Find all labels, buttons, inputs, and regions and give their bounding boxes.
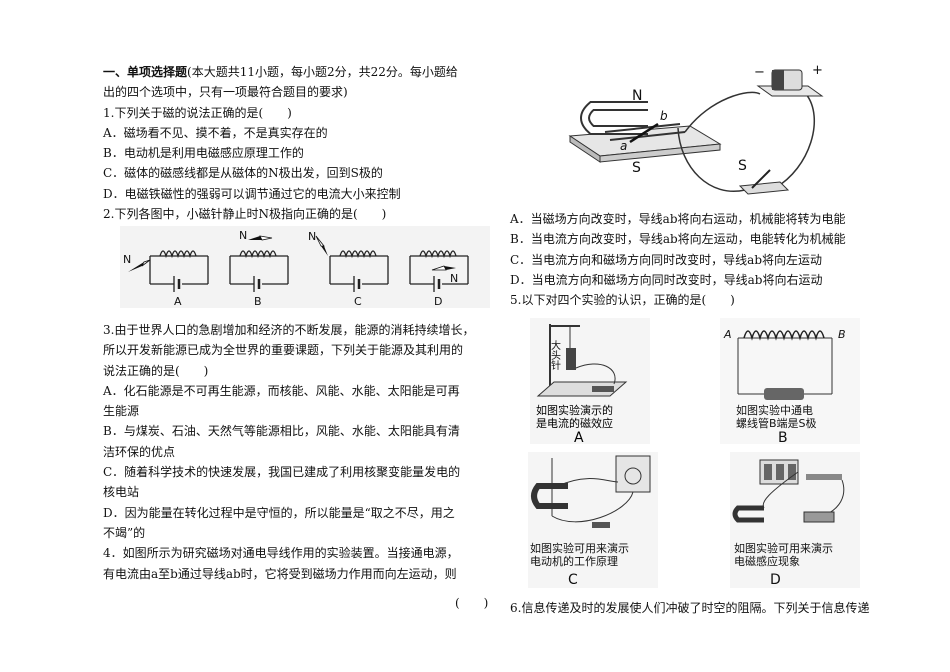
q2-circuit-b [229,250,289,292]
q2-label-b: B [254,295,262,308]
q3-line: 洁环保的优点 [103,444,176,459]
q6-stem: 6.信息传递及时的发展使人们冲破了时空的阻隔。下列关于信息传递 [510,601,870,615]
q3-line: 3.由于世界人口的急剧增加和经济的不断发展，能源的消耗持续增长， [103,323,475,337]
left-column: 一、单项选择题(本大题共11小题，每小题2分，共22分。每小题给 出的四个选项中… [103,62,498,224]
q5a-needle-text: 大头针 [549,339,561,371]
q5c-caption-1: 如图实验可用来演示 [530,541,629,555]
q5b-label: B [778,430,788,444]
q5b-caption-1: 如图实验中通电 [736,403,813,417]
q4-stem-line-2: 有电流由a至b通过导线ab时，它将受到磁场力作用而向左运动，则 [103,566,457,581]
q5-figure-d: 如图实验可用来演示 电磁感应现象 D [730,452,860,588]
q5-stem: 5.以下对四个实验的认识，正确的是( ) [510,293,735,308]
q4-label-s-magnet: S [632,160,641,176]
q2-circuit-c [329,250,389,292]
q5a-caption-2: 是电流的磁效应 [536,416,613,430]
right-column: A．当磁场方向改变时，导线ab将向右运动，机械能将转为电能 B．当电流方向改变时… [510,209,890,310]
q1-option-d: D．电磁铁磁性的强弱可以调节通过它的电流大小来控制 [103,186,401,201]
q5b-caption-2: 螺线管B端是S极 [736,416,817,430]
q2-circuit-a [149,250,209,292]
q5-figure-b: A B 如图实验中通电 螺线管B端是S极 B [720,318,860,444]
q2-label-a: A [174,295,182,308]
q2-needle-a [128,262,144,272]
q4-apparatus-figure: N S S a b − + [568,63,824,195]
q3-line: C．随着科学技术的快速发展，我国已建成了利用核聚变能量发电的 [103,465,461,480]
q3-line: B．与煤炭、石油、天然气等能源相比，风能、水能、太阳能具有清 [103,424,460,439]
q4-option-d: D．当电流方向和磁场方向同时改变时，导线ab将向右运动 [510,272,823,287]
q3-line: D．因为能量在转化过程中是守恒的，所以能量是“取之不尽，用之 [103,505,455,520]
q4-answer-paren: ( ) [455,596,489,610]
q1-option-c: C．磁体的磁感线都是从磁体的N极出发，回到S极的 [103,166,383,181]
q5c-caption-2: 电动机的工作原理 [530,554,618,568]
q1-stem: 1.下列关于磁的说法正确的是( ) [103,105,292,120]
q4-label-n: N [632,88,642,104]
q4-label-b: b [660,109,668,123]
q4-label-minus: − [754,65,765,80]
q5a-caption-1: 如图实验演示的 [536,403,613,417]
q2-label-d: D [434,295,442,308]
q5-figure-a: 大头针 如图实验演示的 是电流的磁效应 A [530,318,650,444]
q1-option-a: A．磁场看不见、摸不着，不是真实存在的 [103,125,328,140]
q3-line: 说法正确的是( ) [103,363,209,378]
q4-option-a: A．当磁场方向改变时，导线ab将向右运动，机械能将转为电能 [510,212,846,226]
q4-label-plus: + [812,63,823,78]
section-note-1: (本大题共11小题，每小题2分，共22分。每小题给 [187,65,458,79]
q2-stem: 2.下列各图中，小磁针静止时N极指向正确的是( ) [103,207,387,222]
q3-line: 生能源 [103,404,140,419]
q3-line: 核电站 [103,485,140,500]
q4-label-s-switch: S [738,158,747,174]
section-note-2: 出的四个选项中，只有一项最符合题目的要求) [103,85,348,100]
q2-needle-label-a: N [123,253,131,266]
q5a-label: A [574,430,584,444]
section-header: 一、单项选择题(本大题共11小题，每小题2分，共22分。每小题给 [103,62,498,82]
q5-figure-c: 如图实验可用来演示 电动机的工作原理 C [528,452,658,588]
q4-label-a: a [620,139,627,153]
q1-option-b: B．电动机是利用电磁感应原理工作的 [103,146,304,161]
q4-option-c: C．当电流方向和磁场方向同时改变时，导线ab将向左运动 [510,252,823,267]
q5c-label: C [568,572,578,588]
q2-needle-b [248,236,262,240]
q2-needle-label-b: N [239,229,247,242]
q2-needle-label-c: N [308,230,316,243]
q3-line: A．化石能源是不可再生能源，而核能、风能、水能、太阳能是可再 [103,383,460,398]
q5b-end-a: A [723,328,732,341]
q4-option-b: B．当电流方向改变时，导线ab将向左运动，电能转化为机械能 [510,232,846,247]
section-title: 一、单项选择题 [103,65,188,79]
q5d-caption-1: 如图实验可用来演示 [734,541,833,555]
q4-stem-line-1: 4．如图所示为研究磁场对通电导线作用的实验装置。当接通电源， [103,546,459,561]
q5d-label: D [770,572,781,588]
q3-line: 所以开发新能源已成为全世界的重要课题，下列关于能源及其利用的 [103,343,464,358]
q3-block: 3.由于世界人口的急剧增加和经济的不断发展，能源的消耗持续增长， 所以开发新能源… [103,320,498,584]
q5b-end-b: B [838,328,846,341]
q2-needle-label-d: N [450,272,458,285]
q5d-caption-2: 电磁感应现象 [734,554,800,568]
q2-label-c: C [354,295,362,308]
q2-figure: N N N N A B C D [120,226,490,308]
q3-line: 不竭”的 [103,525,146,540]
q2-circuit-d [409,250,469,292]
